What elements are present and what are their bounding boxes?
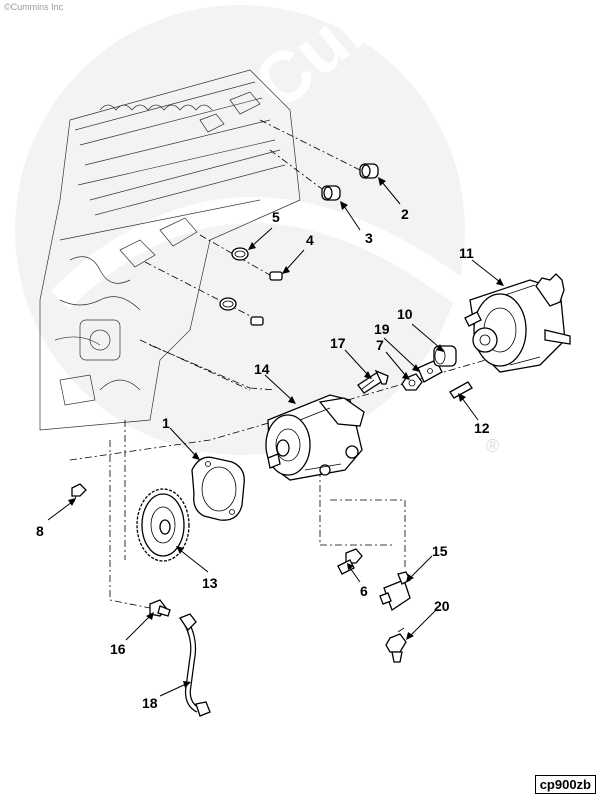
drawing-code-label: cp900zb: [534, 775, 596, 794]
part-14-vacuum-pump: [265, 394, 365, 481]
callout-10: 10: [397, 306, 413, 322]
part-4-plug: [269, 271, 283, 281]
callout-16: 16: [110, 641, 126, 657]
callout-1: 1: [162, 415, 170, 431]
engine-block: [39, 69, 301, 431]
part-13-gear: [136, 488, 190, 562]
part-15-elbow-fitting: [379, 571, 411, 611]
callout-7: 7: [376, 337, 384, 353]
callout-11: 11: [459, 245, 474, 261]
callout-20: 20: [434, 598, 450, 614]
part-12-pin: [449, 381, 473, 399]
callout-13: 13: [202, 575, 218, 591]
part-10-coupling: [433, 345, 457, 367]
part-5-o-ring: [231, 247, 249, 261]
callout-12: 12: [474, 420, 490, 436]
part-11-power-steering-pump: [464, 273, 571, 373]
callout-17: 17: [330, 335, 346, 351]
part-20-fitting: [385, 627, 407, 663]
part-6-screw: [337, 548, 363, 575]
callout-8: 8: [36, 523, 44, 539]
lower-o-ring: [219, 297, 264, 326]
callout-18: 18: [142, 695, 158, 711]
part-2-bushing: [359, 163, 379, 179]
callout-15: 15: [432, 543, 448, 559]
callout-19: 19: [374, 321, 390, 337]
callout-14: 14: [254, 361, 270, 377]
callout-6: 6: [360, 583, 368, 599]
part-3-bushing: [321, 185, 341, 201]
part-17-stud: [357, 369, 389, 394]
callout-labels: 2 3 4 5 11 10 19 17 7 14 12 1 8 13 6 15 …: [36, 206, 490, 711]
callout-3: 3: [365, 230, 373, 246]
callout-4: 4: [306, 232, 314, 248]
part-18-hose: [179, 613, 211, 717]
registered-mark: ®: [486, 436, 499, 456]
callout-5: 5: [272, 209, 280, 225]
leader-lines: [47, 177, 504, 697]
copyright-notice: ©Cummins Inc: [4, 2, 64, 12]
part-1-gasket: [191, 456, 245, 521]
callout-2: 2: [401, 206, 409, 222]
